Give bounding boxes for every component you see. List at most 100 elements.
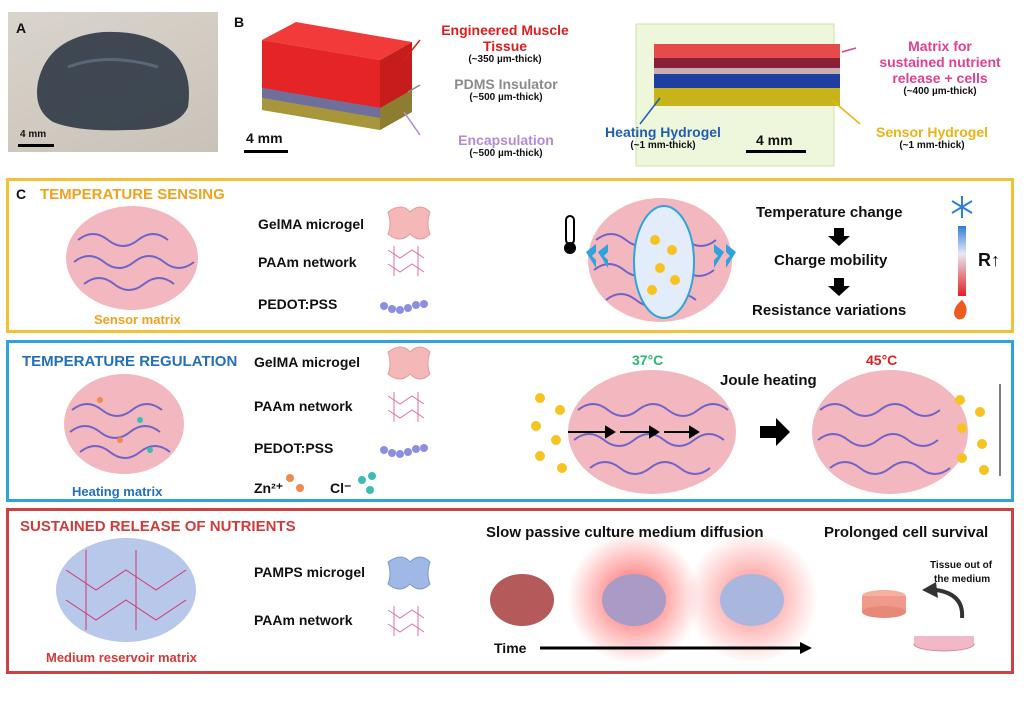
regulation-legend-2: PAAm network <box>254 398 353 414</box>
panel-a: A 4 mm <box>8 12 218 152</box>
time-arrow-head <box>800 642 812 654</box>
sensing-legend-3: PEDOT:PSS <box>258 296 338 312</box>
tissue-note-1: Tissue out of <box>930 560 993 571</box>
flame-icon <box>954 300 967 320</box>
sensing-flow-3: Resistance variations <box>752 302 907 319</box>
cl-ion-icon <box>358 472 376 494</box>
tissue-disc-icon <box>862 590 906 618</box>
panel-b-left-scale-bar <box>244 150 288 153</box>
sensing-title: TEMPERATURE SENSING <box>40 186 225 203</box>
time-label: Time <box>494 640 527 656</box>
sensing-flow-1: Temperature change <box>756 204 903 221</box>
gelma-microgel-icon-2 <box>387 346 431 380</box>
encap-title: Encapsulation <box>458 132 554 148</box>
temp-high-label: 45°C <box>866 352 898 368</box>
chevron-arrows-icon <box>586 244 736 268</box>
sensing-central-blob <box>588 198 732 322</box>
panel-b-right-scale-label: 4 mm <box>756 132 793 148</box>
matrix-title-1: Matrix for <box>908 38 972 54</box>
joule-heating-label: Joule heating <box>720 372 817 389</box>
matrix-title-3: release + cells <box>892 70 988 86</box>
sensor-pointer <box>831 99 861 125</box>
release-box <box>6 508 1014 674</box>
sensor-thick: (~1 mm-thick) <box>899 140 965 151</box>
panel-b-left-scale-label: 4 mm <box>246 130 283 146</box>
label-matrix: Matrix for sustained nutrient release + … <box>860 38 1020 97</box>
regulation-legend-1: GelMA microgel <box>254 354 361 370</box>
sensor-title: Sensor Hydrogel <box>875 124 989 140</box>
heating-pointer <box>639 97 661 125</box>
layered-block-3d <box>262 22 412 130</box>
sensing-legend-2: PAAm network <box>258 254 357 270</box>
down-arrow-icon-1 <box>828 228 850 246</box>
down-arrow-icon-2 <box>828 278 850 296</box>
pdms-title: PDMS Insulator <box>454 76 558 92</box>
curved-arrow-head <box>922 582 938 598</box>
sensor-matrix-blob <box>66 206 198 310</box>
pdms-thick: (~500 µm-thick) <box>469 92 543 103</box>
swelling-tissue-blob <box>602 574 666 626</box>
heating-thick: (~1 mm-thick) <box>630 140 696 151</box>
paam-network-icon-1 <box>387 246 425 276</box>
big-right-arrow-icon <box>760 418 790 446</box>
label-muscle: Engineered Muscle Tissue (~350 µm-thick) <box>420 22 590 65</box>
encap-pointer <box>403 111 421 136</box>
regulation-box <box>6 340 1014 502</box>
sensing-legend-1: GelMA microgel <box>258 216 365 232</box>
sensing-box <box>6 178 1014 333</box>
resistance-label: R↑ <box>978 250 1000 270</box>
cl-label: Cl⁻ <box>330 480 352 496</box>
label-sensor: Sensor Hydrogel (~1 mm-thick) <box>862 124 1002 151</box>
survival-label: Prolonged cell survival <box>824 524 989 541</box>
reservoir-matrix-label: Medium reservoir matrix <box>46 650 198 665</box>
pedot-pss-icon-1 <box>380 300 428 314</box>
thermometer-icon <box>564 215 576 254</box>
matrix-title-2: sustained nutrient <box>879 54 1001 70</box>
muscle-pointer <box>403 39 421 61</box>
heating-matrix-blob <box>64 374 184 474</box>
label-pdms: PDMS Insulator (~500 µm-thick) <box>436 76 576 103</box>
panel-b-letter: B <box>234 14 245 30</box>
regulation-legend-3: PEDOT:PSS <box>254 440 334 456</box>
heating-matrix-label: Heating matrix <box>72 484 163 499</box>
panel-a-scale-label: 4 mm <box>20 129 47 140</box>
matrix-pointer <box>841 47 857 53</box>
tissue-note-2: the medium <box>934 574 991 585</box>
panel-b-graphics <box>244 22 861 167</box>
hydrogel-photo-shape <box>37 31 189 131</box>
flow-arrows <box>568 425 700 439</box>
release-legend-1: PAMPS microgel <box>254 564 365 580</box>
curved-arrow <box>935 588 965 619</box>
gelma-microgel-icon-1 <box>387 206 431 240</box>
release-legend-2: PAAm network <box>254 612 353 628</box>
resistance-gradient-bar <box>958 226 966 296</box>
sensing-flow-2: Charge mobility <box>774 252 888 269</box>
muscle-title: Engineered Muscle Tissue <box>441 22 569 54</box>
electron-cloud-left <box>531 393 567 473</box>
reservoir-matrix-blob <box>56 538 196 642</box>
matrix-thick: (~400 µm-thick) <box>903 86 977 97</box>
paam-network-icon-2 <box>387 392 425 422</box>
release-title: SUSTAINED RELEASE OF NUTRIENTS <box>20 518 296 535</box>
pdms-pointer <box>407 84 421 93</box>
sensor-matrix-label: Sensor matrix <box>94 312 181 327</box>
dry-tissue-blob <box>490 574 554 626</box>
snowflake-icon <box>951 196 973 218</box>
panel-a-letter: A <box>16 20 27 36</box>
encap-thick: (~500 µm-thick) <box>469 148 543 159</box>
diffusion-label: Slow passive culture medium diffusion <box>486 524 764 541</box>
pedot-pss-icon-2 <box>380 444 428 458</box>
label-encap: Encapsulation (~500 µm-thick) <box>436 132 576 159</box>
swollen-tissue-blob <box>720 574 784 626</box>
zn-ion-icon <box>286 474 304 492</box>
layered-cross-section <box>635 23 840 167</box>
paam-network-icon-3 <box>387 606 425 636</box>
panel-b-right-scale-bar <box>746 150 806 153</box>
heating-right-blob <box>812 370 968 494</box>
heating-title: Heating Hydrogel <box>605 124 721 140</box>
regulation-title: TEMPERATURE REGULATION <box>22 353 238 370</box>
panel-a-scale-bar <box>18 144 54 147</box>
